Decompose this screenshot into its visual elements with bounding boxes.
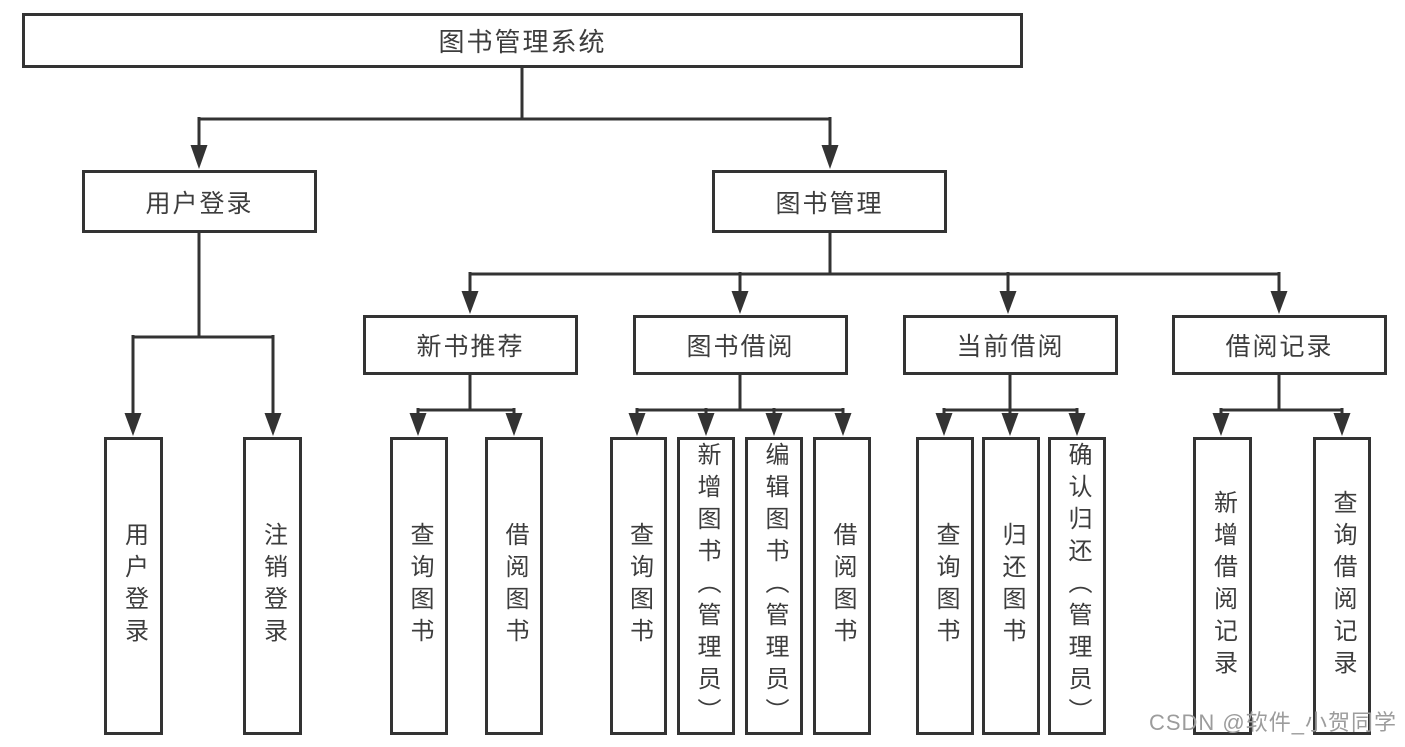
leaf-query-borrow-record: 查询借阅记录 — [1313, 437, 1371, 735]
node-label: 当前借阅 — [956, 333, 1065, 361]
leaf-borrow-books-1: 借阅图书 — [485, 437, 543, 735]
node-label: 确认归还（管理员） — [1064, 442, 1091, 730]
node-label: 图书管理系统 — [438, 27, 607, 57]
node-label: 用户登录 — [145, 189, 254, 218]
leaf-confirm-return-admin: 确认归还（管理员） — [1048, 437, 1106, 735]
watermark-text: CSDN @软件_小贺同学 — [1148, 710, 1397, 735]
leaf-add-borrow-record: 新增借阅记录 — [1193, 437, 1252, 735]
node-library-management-system: 图书管理系统 — [22, 13, 1023, 68]
node-label: 查询图书 — [625, 522, 653, 650]
node-borrowing-records: 借阅记录 — [1172, 315, 1387, 375]
leaf-query-books-1: 查询图书 — [390, 437, 448, 735]
node-label: 编辑图书（管理员） — [761, 442, 788, 730]
node-label: 图书管理 — [775, 189, 884, 218]
leaf-return-books: 归还图书 — [982, 437, 1040, 735]
node-label: 归还图书 — [998, 522, 1025, 650]
node-label: 新增借阅记录 — [1209, 490, 1237, 682]
leaf-borrow-books-2: 借阅图书 — [813, 437, 871, 735]
node-label: 查询图书 — [406, 522, 433, 650]
node-current-borrowing: 当前借阅 — [903, 315, 1118, 375]
node-user-login: 用户登录 — [82, 170, 317, 233]
node-new-book-recommendation: 新书推荐 — [363, 315, 578, 375]
arrowheads — [124, 145, 1351, 436]
leaf-add-books-admin: 新增图书（管理员） — [677, 437, 735, 735]
leaf-user-login: 用户登录 — [104, 437, 163, 735]
node-book-borrowing: 图书借阅 — [633, 315, 848, 375]
node-book-management: 图书管理 — [712, 170, 947, 233]
node-label: 借阅记录 — [1225, 333, 1334, 361]
node-label: 用户登录 — [120, 522, 148, 650]
leaf-query-books-3: 查询图书 — [916, 437, 974, 735]
node-label: 图书借阅 — [686, 333, 795, 361]
node-label: 借阅图书 — [829, 522, 856, 650]
node-label: 借阅图书 — [501, 522, 528, 650]
node-label: 新书推荐 — [416, 333, 525, 361]
leaf-logout: 注销登录 — [243, 437, 302, 735]
node-label: 注销登录 — [259, 522, 287, 650]
node-label: 新增图书（管理员） — [693, 442, 720, 730]
node-label: 查询借阅记录 — [1329, 490, 1356, 682]
node-label: 查询图书 — [932, 522, 959, 650]
leaf-query-books-2: 查询图书 — [610, 437, 667, 735]
leaf-edit-books-admin: 编辑图书（管理员） — [745, 437, 803, 735]
